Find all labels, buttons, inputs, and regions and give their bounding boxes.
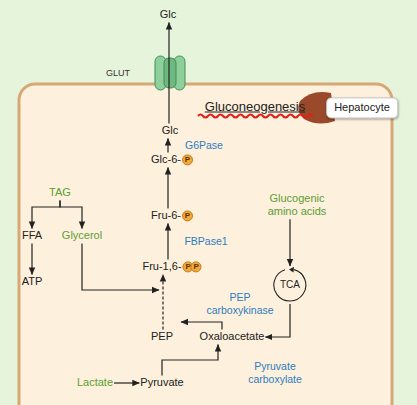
metabolite: Glc: [162, 124, 179, 137]
node-text: PEP: [151, 330, 173, 343]
metabolite: Fru-6-P: [151, 209, 193, 222]
node-text: Fru-1,6-: [142, 260, 181, 273]
node-text: Fru-6-: [151, 209, 181, 222]
phosphate-circle: P: [182, 155, 193, 166]
metabolite: Fru-1,6-PP: [142, 260, 201, 273]
substrate: TAG: [49, 186, 71, 199]
node-text: Lactate: [77, 376, 113, 389]
enzyme-label: G6Pase: [185, 139, 223, 152]
enzyme-label: FBPase1: [184, 235, 227, 248]
node-text: TAG: [49, 186, 71, 199]
hepatocyte-cell: [19, 84, 392, 405]
pathway-arrow: [168, 23, 169, 124]
pathway-arrow: [32, 201, 60, 229]
metabolite: Oxaloacetate: [200, 330, 265, 343]
metabolite: PEP: [151, 330, 173, 343]
pathway-arrow: [289, 219, 290, 266]
cycle-arc: [274, 270, 306, 301]
phosphate-circle: P: [182, 211, 193, 222]
substrate: Lactate: [77, 376, 113, 389]
pathway-arrow: [82, 244, 159, 290]
pathway-arrow: [265, 304, 290, 337]
red-squiggle: [198, 115, 313, 118]
pathway-arrow: [167, 224, 168, 260]
diagram-title: Gluconeogenesis: [205, 99, 305, 114]
node-text: Pyruvate: [140, 376, 183, 389]
pathway-arrow: [162, 275, 163, 330]
node-text: Glc: [160, 8, 177, 21]
metabolite: FFA: [22, 229, 42, 242]
substrate: Glucogenic amino acids: [257, 192, 337, 218]
pathway-arrow: [167, 139, 168, 153]
phosphate-circle: P: [191, 262, 202, 273]
pathway-arrow: [60, 201, 82, 229]
node-text: ATP: [22, 275, 43, 288]
node-text: Hepatocyte: [334, 101, 390, 114]
substrate: Glycerol: [62, 229, 102, 242]
metabolite: ATP: [22, 275, 43, 288]
pathway-arrow: [167, 168, 168, 209]
cycle-arrowhead: [289, 267, 294, 273]
pathway-arrow: [181, 322, 222, 329]
node-text: Glc-6-: [151, 153, 181, 166]
glut-transporter: [155, 56, 185, 90]
pathway-arrow: [162, 345, 218, 376]
pathway-arrow: [31, 244, 32, 275]
metabolite: Pyruvate: [140, 376, 183, 389]
pathway-arrow: [114, 382, 139, 383]
node-text: Oxaloacetate: [200, 330, 265, 343]
enzyme-label: Pyruvate carboxylate: [239, 360, 311, 385]
node-text: TCA: [280, 279, 300, 291]
metabolite: Glc-6-P: [151, 153, 193, 166]
cycle-circle: TCA: [272, 267, 308, 303]
metabolite: Glc: [160, 8, 177, 21]
node-text: Glycerol: [62, 229, 102, 242]
transporter-label: GLUT: [106, 68, 130, 78]
node-text: Glc: [162, 124, 179, 137]
node-text: FFA: [22, 229, 42, 242]
cell-label-box: Hepatocyte: [326, 97, 398, 118]
transporter-core: [164, 58, 176, 88]
node-text: Glucogenic amino acids: [257, 192, 337, 218]
enzyme-label: PEP carboxykinase: [201, 291, 279, 316]
